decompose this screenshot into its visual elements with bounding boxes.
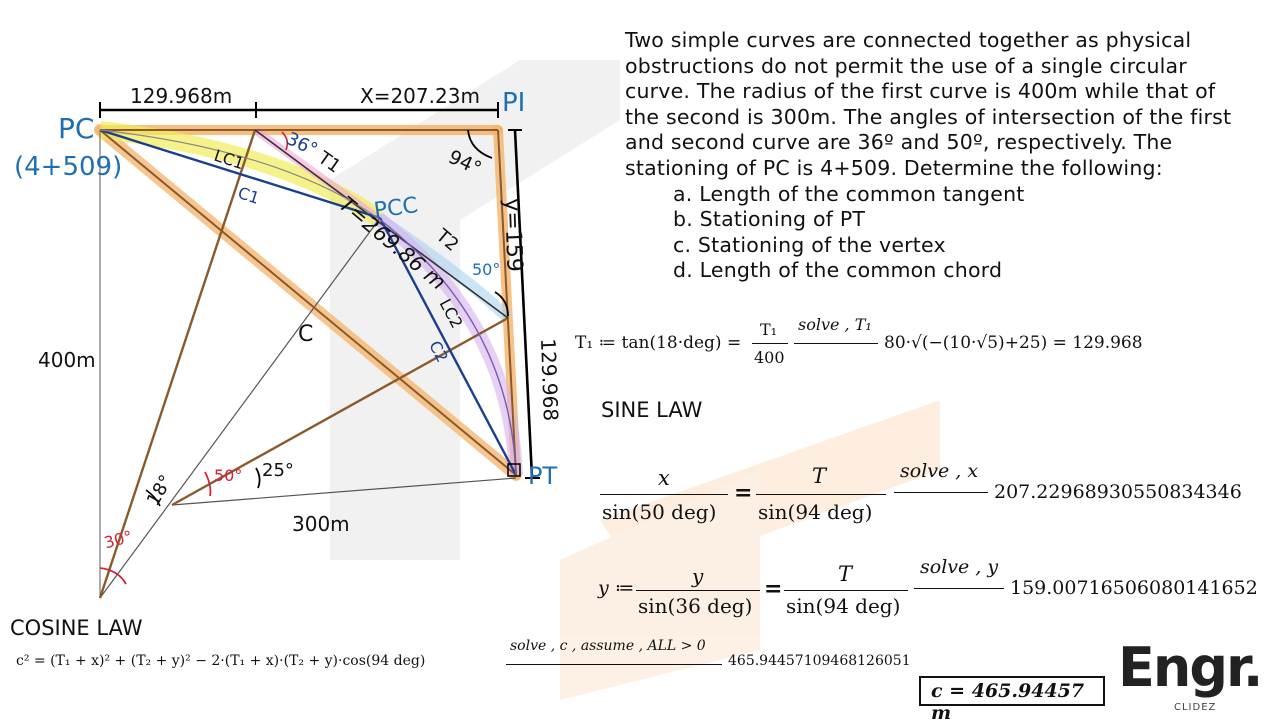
- problem-items: a. Length of the common tangent b. Stati…: [625, 182, 1255, 284]
- label-r1: 400m: [38, 348, 96, 372]
- label-dim-y: y=159: [499, 198, 527, 273]
- problem-item-b: b. Stationing of PT: [673, 207, 866, 232]
- label-pc: PC: [58, 112, 95, 145]
- t1-lhs: T₁ ≔ tan(18·deg) =: [575, 333, 742, 353]
- label-dim-lower-right: 129.968: [536, 338, 563, 422]
- label-r2: 300m: [292, 512, 350, 536]
- logo-main: Engr.: [1118, 636, 1263, 699]
- sx-result: 207.22968930550834346: [994, 481, 1242, 503]
- sy-eq: =: [764, 576, 783, 602]
- t1-op: solve , T₁: [798, 315, 872, 334]
- sx-den: sin(50 deg): [602, 500, 717, 524]
- sy-den: sin(36 deg): [638, 594, 753, 618]
- problem-text: Two simple curves are connected together…: [625, 28, 1232, 180]
- cos-arrow: [506, 664, 722, 665]
- label-dim-t1: 129.968m: [130, 84, 233, 108]
- sy-T-num: T: [838, 562, 853, 586]
- cosine-law-header: COSINE LAW: [10, 616, 143, 640]
- t1-num: T₁: [760, 320, 778, 339]
- sy-T-frac-bar: [784, 590, 908, 591]
- sy-frac-bar: [636, 590, 760, 591]
- label-ang50-top: 50°: [472, 260, 501, 279]
- sine-law-header: SINE LAW: [601, 398, 703, 422]
- sT-den: sin(94 deg): [758, 500, 873, 524]
- label-c: C: [298, 322, 314, 347]
- answer-box: c = 465.94457 m: [919, 676, 1105, 724]
- sT-num: T: [812, 464, 827, 488]
- sx-arrow: [894, 492, 988, 493]
- problem-item-c: c. Stationing of the vertex: [673, 232, 946, 257]
- t1-frac-bar: [752, 343, 788, 344]
- problem-statement: Two simple curves are connected together…: [625, 28, 1255, 284]
- cos-op: solve , c , assume , ALL > 0: [510, 638, 706, 654]
- engr-logo: Engr. CLIDEZ: [1118, 636, 1278, 720]
- sx-frac-bar: [600, 494, 728, 495]
- background-watermark: [330, 60, 940, 700]
- sx-num: x: [658, 466, 670, 490]
- sy-num: y: [692, 564, 704, 588]
- logo-sub: CLIDEZ: [1174, 702, 1217, 713]
- label-pi: PI: [502, 88, 526, 118]
- t1-result: 80·√(−(10·√5)+25) = 129.968: [884, 333, 1143, 353]
- cos-result: 465.94457109468126051: [728, 653, 911, 669]
- t1-den: 400: [754, 348, 785, 367]
- sy-result: 159.00716506080141652: [1010, 577, 1258, 599]
- sy-arrow: [914, 588, 1004, 589]
- sx-op: solve , x: [900, 460, 979, 482]
- t1-arrow: [794, 343, 878, 344]
- sy-prefix: y ≔: [598, 577, 635, 599]
- sy-op: solve , y: [920, 556, 999, 578]
- geometry-lines: [98, 102, 540, 599]
- sy-T-den: sin(94 deg): [786, 594, 901, 618]
- label-pt: PT: [528, 462, 558, 490]
- sT-frac-bar: [756, 494, 886, 495]
- label-pc-station: (4+509): [14, 152, 123, 182]
- answer-text: c = 465.94457 m: [931, 680, 1085, 724]
- label-dim-x: X=207.23m: [360, 84, 480, 108]
- label-ang50-center: 50°: [214, 466, 243, 485]
- label-ang25: 25°: [262, 460, 294, 481]
- problem-item-a: a. Length of the common tangent: [673, 181, 1025, 206]
- sx-eq: =: [734, 480, 753, 506]
- cos-lhs: c² = (T₁ + x)² + (T₂ + y)² − 2·(T₁ + x)·…: [16, 653, 426, 669]
- problem-item-d: d. Length of the common chord: [673, 258, 1003, 283]
